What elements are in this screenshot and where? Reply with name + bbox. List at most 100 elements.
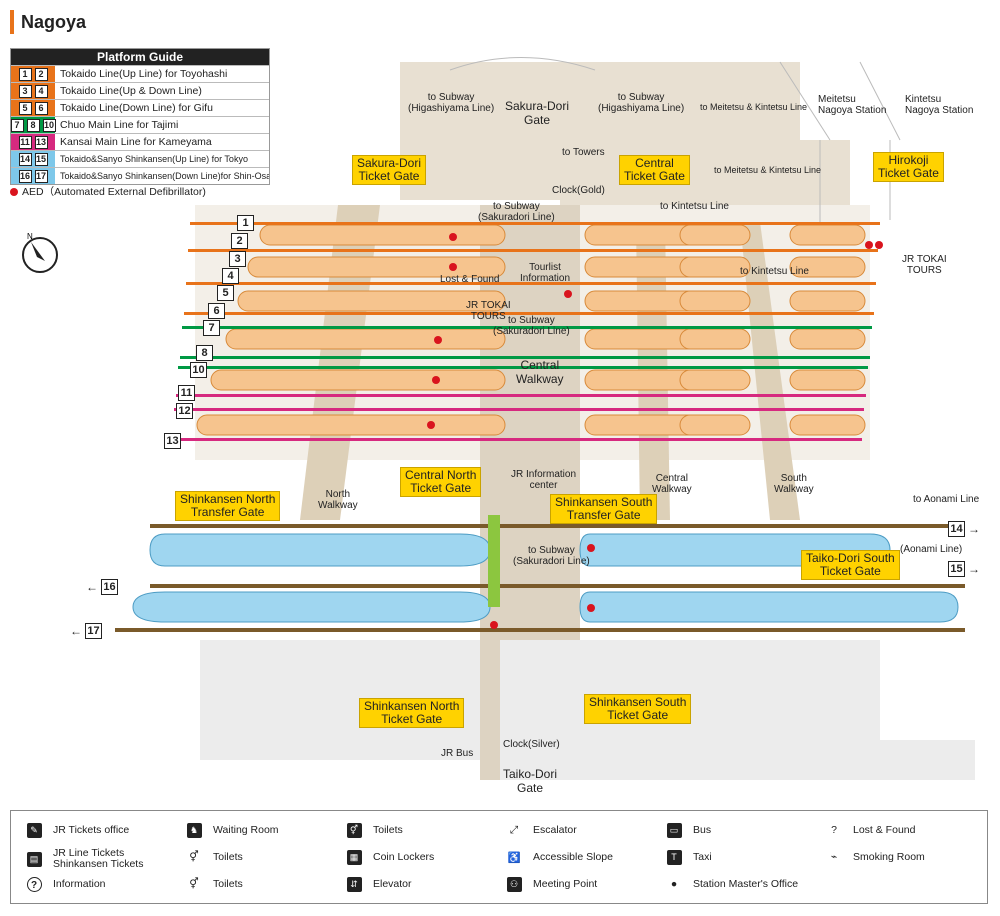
subway-higashiyama-left-label: to Subway (Higashiyama Line) xyxy=(408,92,495,114)
guide-platform-number: 6 xyxy=(34,101,48,115)
platform-island xyxy=(789,414,866,436)
platform-island xyxy=(789,224,866,246)
toilets-icon: ⚥ xyxy=(345,821,363,839)
track-15-16 xyxy=(150,584,965,588)
gate-shinkansen-north-transfer-label: Shinkansen North Transfer Gate xyxy=(180,492,276,519)
legend-item: ⚥Toilets xyxy=(345,821,403,839)
gate-taiko-dori-south[interactable]: Taiko-Dori South Ticket Gate xyxy=(801,550,900,580)
platform-island xyxy=(679,369,751,391)
south-walkway-label: South Walkway xyxy=(774,473,814,495)
platform-number-11: 11 xyxy=(178,385,195,401)
legend-item: ⚇Meeting Point xyxy=(505,875,597,893)
aed-legend: AED（Automated External Defibrillator) xyxy=(10,184,206,199)
to-kintetsu-line-label: to Kintetsu Line xyxy=(740,266,809,277)
track-line xyxy=(184,312,874,315)
conventional-tracks xyxy=(172,222,880,441)
guide-row-text: Kansai Main Line for Kameyama xyxy=(60,136,212,148)
legend-item: ?Information xyxy=(25,875,106,893)
meitetsu-kintetsu-top-label: to Meitetsu & Kintetsu Line xyxy=(700,102,808,112)
legend-glyph: ? xyxy=(831,824,837,836)
legend-item: ⚥Toilets xyxy=(185,875,243,893)
platform-island xyxy=(789,256,866,278)
platform-island xyxy=(789,369,866,391)
track-line xyxy=(180,356,870,359)
platform-number-8: 8 xyxy=(196,345,213,361)
platform-island xyxy=(789,328,866,350)
platform-number-16: ←16 xyxy=(86,579,118,595)
legend-item: ▦Coin Lockers xyxy=(345,848,434,866)
gate-shinkansen-north-label: Shinkansen North Ticket Gate xyxy=(364,699,460,726)
gate-central-north[interactable]: Central North Ticket Gate xyxy=(400,467,482,497)
gate-shinkansen-north-transfer[interactable]: Shinkansen North Transfer Gate xyxy=(175,491,281,521)
guide-platform-number: 4 xyxy=(34,84,48,98)
legend-glyph: ♞ xyxy=(186,822,202,838)
legend-glyph: ⌁ xyxy=(830,851,838,863)
gate-shinkansen-south[interactable]: Shinkansen South Ticket Gate xyxy=(584,694,692,724)
gate-sakura-dori-label: Sakura-Dori Ticket Gate xyxy=(357,156,422,183)
guide-row-text: Tokaido Line(Up & Down Line) xyxy=(60,85,202,97)
subway-sakuradori-mid-label: to Subway (Sakuradori Line) xyxy=(493,315,570,337)
legend-label: Waiting Room xyxy=(213,823,279,836)
gate-shinkansen-north[interactable]: Shinkansen North Ticket Gate xyxy=(359,698,465,728)
gate-central[interactable]: Central Ticket Gate xyxy=(619,155,690,185)
taiko-dori-gate-label: Taiko-Dori Gate xyxy=(503,767,558,795)
legend-glyph: ⚥ xyxy=(346,822,362,838)
legend-glyph: ▤ xyxy=(26,851,42,867)
gate-shinkansen-south-transfer[interactable]: Shinkansen South Transfer Gate xyxy=(550,494,658,524)
central-walkway-right-label: Central Walkway xyxy=(652,473,692,495)
to-kintetsu-label: to Kintetsu Line xyxy=(660,201,729,212)
guide-platform-number: 13 xyxy=(34,135,48,149)
guide-platform-number: 10 xyxy=(42,118,56,132)
platform-number-badge: 16 xyxy=(101,579,118,595)
platform-island xyxy=(259,224,506,246)
legend-item: ?Lost & Found xyxy=(825,821,915,839)
toilets-accessible-icon: ⚥ xyxy=(185,875,203,893)
legend-item: ⌁Smoking Room xyxy=(825,848,925,866)
kintetsu-station-label: Kintetsu Nagoya Station xyxy=(905,94,974,116)
gate-shinkansen-south-transfer-label: Shinkansen South Transfer Gate xyxy=(555,495,653,522)
platform-number-13: 13 xyxy=(164,433,181,449)
platform-number-5: 5 xyxy=(217,285,234,301)
map-legend: ✎JR Tickets office♞Waiting Room⚥Toilets⤢… xyxy=(10,810,988,904)
meitetsu-kintetsu-mid-label: to Meitetsu & Kintetsu Line xyxy=(714,165,822,175)
platform-island xyxy=(210,369,506,391)
legend-item: ▭Bus xyxy=(665,821,711,839)
jr-tokai-tours-right-label: JR TOKAI TOURS xyxy=(902,254,947,276)
platform-number-1: 1 xyxy=(237,215,254,231)
legend-item: ⤢Escalator xyxy=(505,821,577,839)
escalator-icon: ⤢ xyxy=(505,821,523,839)
legend-label: Coin Lockers xyxy=(373,850,435,863)
jr-bus-label: JR Bus xyxy=(441,748,474,759)
accessible-slope-icon: ♿ xyxy=(505,848,523,866)
track-line xyxy=(182,326,872,329)
gate-sakura-dori[interactable]: Sakura-Dori Ticket Gate xyxy=(352,155,427,185)
guide-platform-number: 16 xyxy=(18,169,32,183)
guide-row-text: Chuo Main Line for Tajimi xyxy=(60,119,179,131)
legend-glyph: ⇵ xyxy=(346,876,362,892)
gate-hirokoji[interactable]: Hirokoji Ticket Gate xyxy=(873,152,944,182)
guide-platform-number: 5 xyxy=(18,101,32,115)
gate-central-north-label: Central North Ticket Gate xyxy=(405,468,477,495)
platform-number-badge: 17 xyxy=(85,623,102,639)
track-14 xyxy=(150,524,965,528)
legend-label: Station Master's Office xyxy=(693,877,799,890)
meitetsu-station-label: Meitetsu Nagoya Station xyxy=(818,94,887,116)
legend-glyph: ⚥ xyxy=(189,878,199,890)
subway-sakuradori-top-label: to Subway (Sakuradori Line) xyxy=(478,201,555,223)
legend-glyph: ✎ xyxy=(26,822,42,838)
direction-arrow-icon: ← xyxy=(86,580,98,594)
taxi-icon: T xyxy=(665,848,683,866)
legend-glyph: ? xyxy=(26,876,42,892)
track-line xyxy=(188,249,878,252)
platform-island xyxy=(679,290,751,312)
platform-guide-header: Platform Guide xyxy=(11,49,269,65)
legend-item: ♞ Waiting Room xyxy=(185,821,279,839)
sakura-dori-gate-label: Sakura-Dori Gate xyxy=(505,99,570,127)
legend-glyph: ▭ xyxy=(666,822,682,838)
